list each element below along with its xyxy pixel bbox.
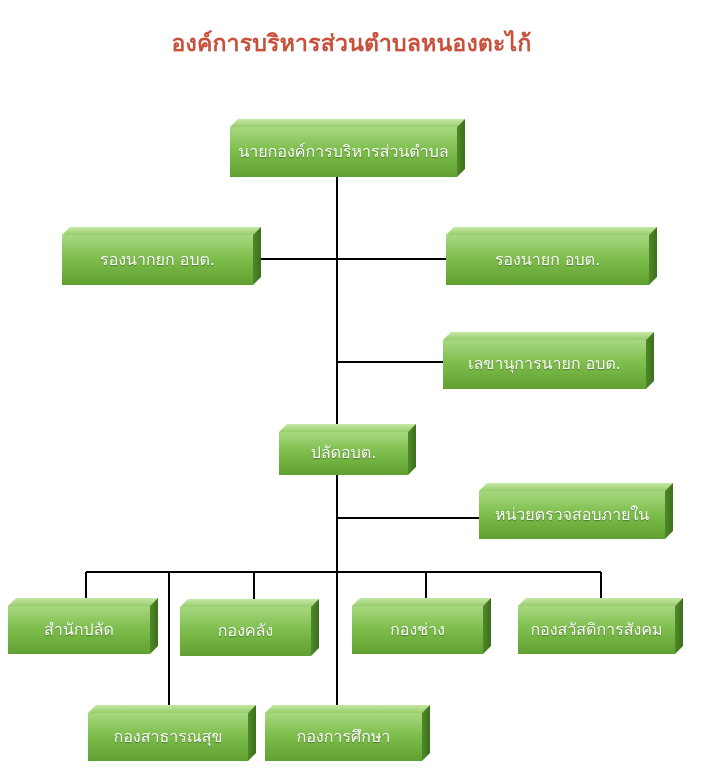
engineering-box: กองช่าง: [352, 606, 483, 654]
welfare-box: กองสวัสดิการสังคม: [518, 606, 675, 654]
internal-audit-label: หน่วยตรวจสอบภายใน: [494, 504, 650, 524]
mayor-label: นายกองค์การบริหารส่วนตำบล: [238, 141, 449, 161]
deputy-left-label: รองนากยก อบต.: [99, 249, 215, 269]
secretary-label: เลขานุการนายก อบต.: [468, 354, 621, 373]
finance-box: กองคลัง: [180, 607, 311, 656]
education-label: กองการศึกษา: [296, 726, 391, 746]
public-health-box: กองสาธารณสุข: [88, 713, 248, 761]
deputy-right-box: รองนายก อบต.: [446, 235, 649, 285]
public-health-label: กองสาธารณสุข: [113, 726, 223, 746]
education-box: กองการศึกษา: [265, 713, 422, 761]
engineering-label: กองช่าง: [390, 619, 445, 639]
finance-label: กองคลัง: [217, 621, 274, 640]
internal-audit-box: หน่วยตรวจสอบภายใน: [479, 491, 665, 539]
secretary-box: เลขานุการนายก อบต.: [443, 340, 646, 389]
deputy-right-label: รองนายก อบต.: [494, 249, 601, 269]
welfare-label: กองสวัสดิการสังคม: [530, 619, 663, 639]
palad-office-box: สำนักปลัด: [8, 606, 150, 654]
deputy-left-box: รองนากยก อบต.: [62, 235, 253, 285]
page-title: องค์การบริหารส่วนตำบลหนองตะไก้: [171, 31, 532, 57]
palad-box: ปลัดอบต.: [279, 432, 408, 475]
palad-office-label: สำนักปลัด: [44, 619, 114, 639]
mayor-box: นายกองค์การบริหารส่วนตำบล: [230, 127, 457, 177]
palad-label: ปลัดอบต.: [310, 443, 377, 462]
